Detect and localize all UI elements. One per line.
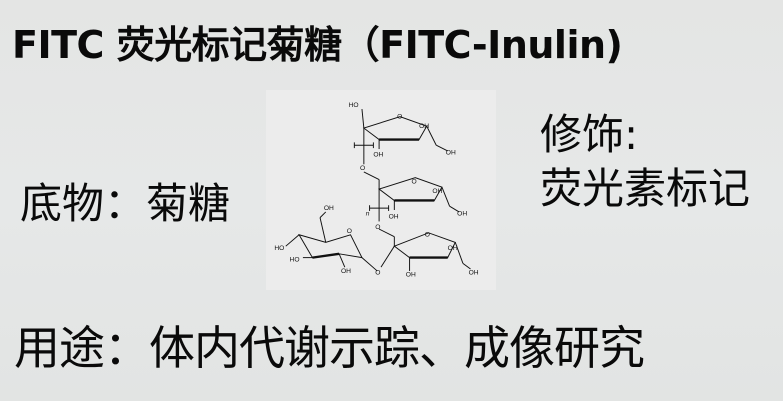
svg-text:OH: OH [324,205,334,212]
svg-text:OH: OH [341,268,351,275]
page-title: FITC 荧光标记菊糖（FITC-Inulin) [12,23,623,67]
substrate-label: 底物： [20,179,147,228]
svg-text:O: O [375,224,380,231]
svg-text:O: O [347,228,352,235]
svg-text:O: O [425,232,430,239]
svg-text:OH: OH [469,270,479,277]
svg-text:OH: OH [448,245,458,252]
svg-text:O: O [411,178,416,185]
svg-text:OH: OH [457,211,467,218]
substrate-value: 菊糖 [146,179,231,228]
svg-text:OH: OH [373,152,383,159]
svg-text:OH: OH [419,123,429,130]
svg-text:O: O [375,270,380,277]
svg-text:OH: OH [446,150,456,157]
svg-text:O: O [397,114,402,121]
modification-block: 修饰: 荧光素标记 [540,108,750,216]
svg-text:OH: OH [406,272,416,279]
chemical-structure-image: HO O OH OH OH O O OH OH OH n O O OH OH O… [266,90,496,290]
substrate-line: 底物：菊糖 [20,170,230,231]
usage-value: 体内代谢示踪、成像研究 [149,321,645,375]
svg-text:n: n [366,211,370,218]
modification-value: 荧光素标记 [540,164,751,213]
usage-line: 用途：体内代谢示踪、成像研究 [14,312,645,378]
svg-text:HO: HO [274,245,284,252]
svg-text:O: O [360,165,365,172]
svg-text:HO: HO [349,102,359,109]
svg-text:OH: OH [389,214,399,221]
modification-label: 修饰: [540,110,639,159]
inulin-structure-icon: HO O OH OH OH O O OH OH OH n O O OH OH O… [274,102,479,279]
usage-label: 用途： [14,321,150,375]
svg-text:OH: OH [432,188,442,195]
svg-text:HO: HO [290,256,300,263]
